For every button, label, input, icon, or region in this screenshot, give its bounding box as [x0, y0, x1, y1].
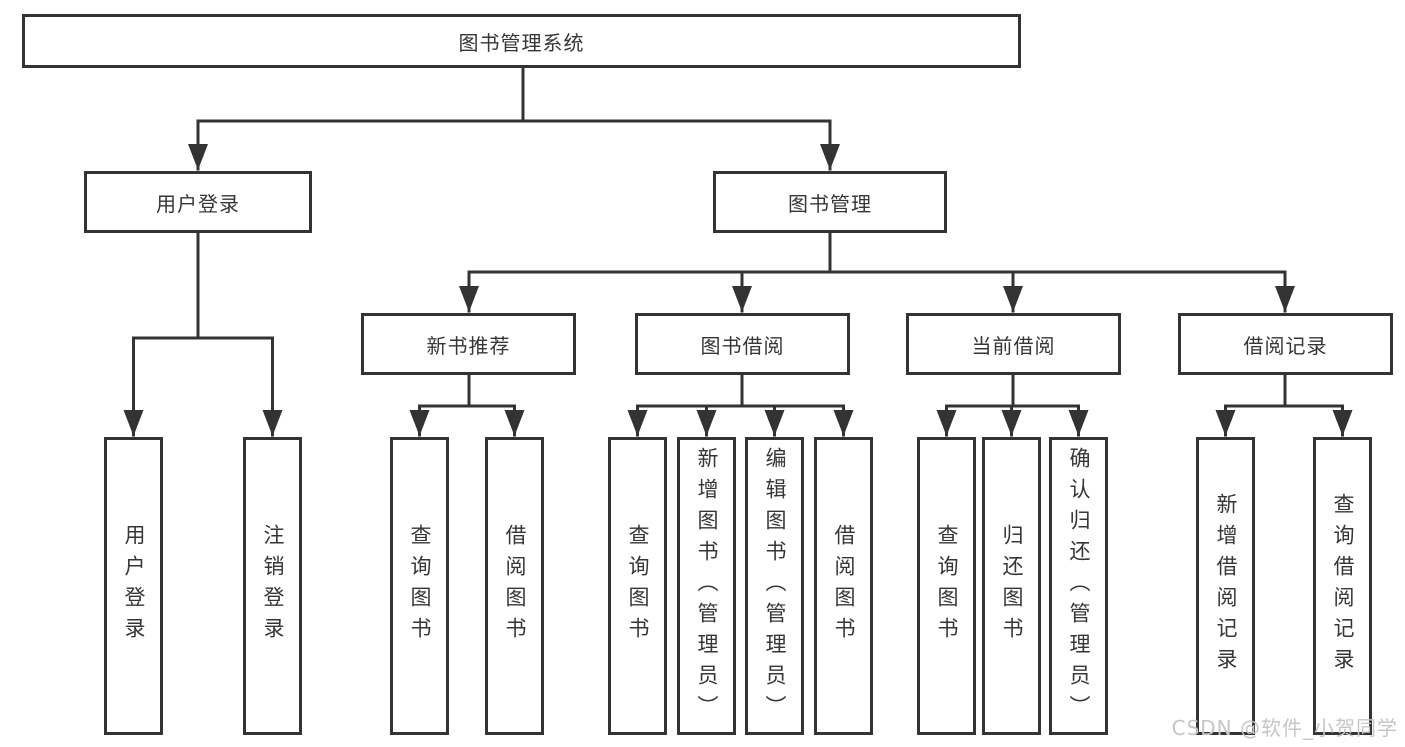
leaf-add-borrow-record: 新增借阅记录 — [1196, 437, 1255, 735]
node-label: 用户登录 — [122, 524, 146, 648]
node-label: 确认归还（管理员） — [1067, 446, 1091, 726]
node-label: 当前借阅 — [971, 333, 1056, 358]
node-book-management: 图书管理 — [713, 171, 947, 233]
leaf-query-books-1: 查询图书 — [390, 437, 449, 735]
node-borrow-records: 借阅记录 — [1178, 313, 1393, 375]
node-label: 借阅记录 — [1243, 333, 1328, 358]
leaf-add-books-admin: 新增图书（管理员） — [677, 437, 736, 735]
node-label: 图书管理系统 — [458, 30, 585, 55]
leaf-query-books-3: 查询图书 — [917, 437, 976, 735]
node-label: 归还图书 — [1000, 524, 1024, 648]
node-label: 借阅图书 — [503, 524, 527, 648]
node-label: 查询图书 — [935, 524, 959, 648]
leaf-borrow-books-1: 借阅图书 — [485, 437, 544, 735]
node-current-borrowing: 当前借阅 — [906, 313, 1121, 375]
watermark: CSDN @软件_小贺同学 — [1171, 716, 1398, 740]
leaf-query-books-2: 查询图书 — [608, 437, 667, 735]
leaf-borrow-books-2: 借阅图书 — [814, 437, 873, 735]
node-user-login-group: 用户登录 — [84, 171, 312, 233]
node-book-borrowing: 图书借阅 — [635, 313, 850, 375]
node-label: 查询借阅记录 — [1331, 493, 1355, 679]
node-label: 查询图书 — [408, 524, 432, 648]
node-label: 注销登录 — [261, 524, 285, 648]
node-root-system: 图书管理系统 — [22, 14, 1021, 68]
node-label: 借阅图书 — [832, 524, 856, 648]
node-label: 新增图书（管理员） — [695, 446, 719, 726]
node-new-book-recommend: 新书推荐 — [361, 313, 576, 375]
leaf-logout: 注销登录 — [243, 437, 302, 735]
node-label: 用户登录 — [156, 191, 240, 216]
leaf-query-borrow-record: 查询借阅记录 — [1313, 437, 1372, 735]
leaf-return-books: 归还图书 — [982, 437, 1041, 735]
leaf-user-login: 用户登录 — [104, 437, 163, 735]
node-label: 编辑图书（管理员） — [763, 446, 787, 726]
leaf-confirm-return-admin: 确认归还（管理员） — [1049, 437, 1108, 735]
node-label: 新增借阅记录 — [1214, 493, 1238, 679]
node-label: 图书管理 — [788, 191, 872, 216]
node-label: 查询图书 — [626, 524, 650, 648]
node-label: 图书借阅 — [700, 333, 785, 358]
leaf-edit-books-admin: 编辑图书（管理员） — [745, 437, 804, 735]
node-label: 新书推荐 — [426, 333, 511, 358]
